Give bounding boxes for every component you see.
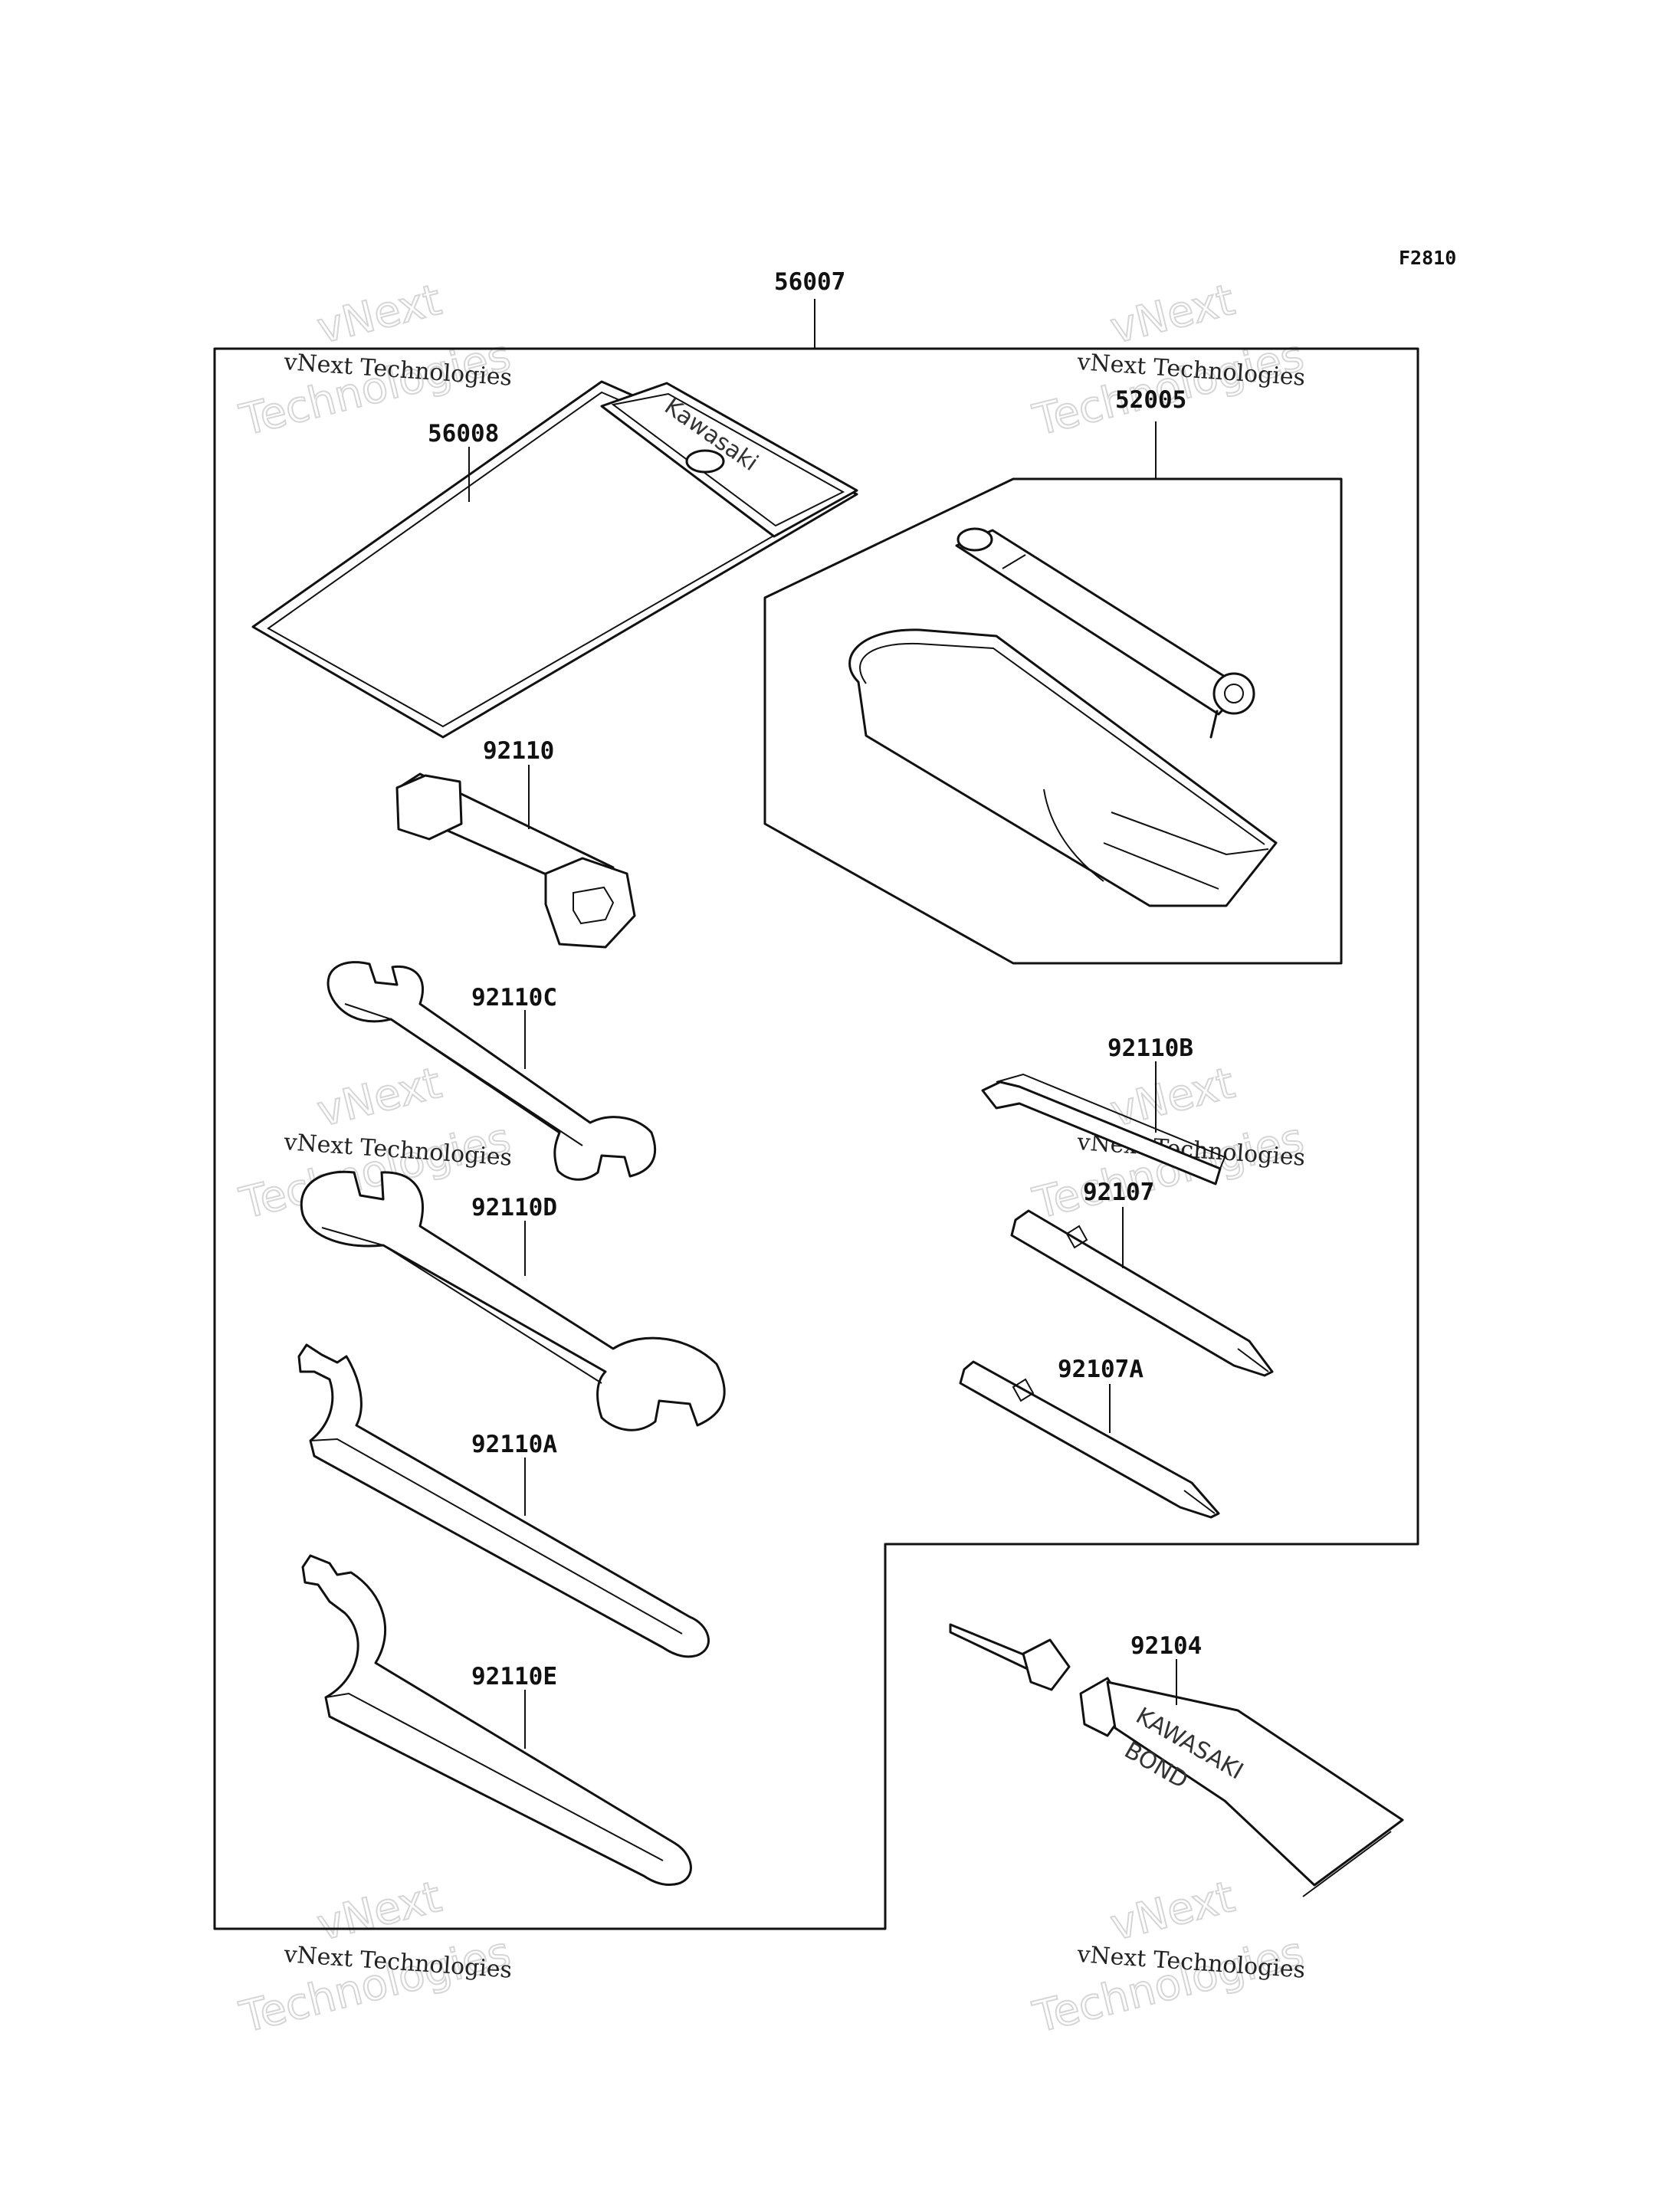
label-92110a[interactable]: 92110A [471, 1431, 557, 1458]
label-92110e[interactable]: 92110E [471, 1663, 557, 1690]
watermark-line2: Technologies [1029, 1113, 1309, 1228]
wrench-92110c[interactable] [326, 961, 657, 1181]
label-92110[interactable]: 92110 [483, 737, 554, 765]
watermark-line1: vNext [313, 1058, 446, 1137]
label-52005[interactable]: 52005 [1115, 386, 1186, 414]
watermark-mid-right: vNext Technologies vNext Technologies [1028, 1058, 1310, 1230]
label-92104[interactable]: 92104 [1130, 1632, 1202, 1660]
watermark-line1: vNext [313, 275, 446, 354]
pump-tube[interactable] [955, 527, 1255, 739]
label-92107a[interactable]: 92107A [1058, 1356, 1144, 1383]
label-56008[interactable]: 56008 [428, 420, 499, 448]
hex-key[interactable] [981, 1073, 1226, 1185]
figure-id: F2810 [1399, 247, 1456, 269]
label-92110c[interactable]: 92110C [471, 984, 557, 1012]
label-92107[interactable]: 92107 [1083, 1179, 1154, 1206]
screwdriver-92107[interactable] [1010, 1209, 1274, 1377]
label-92110d[interactable]: 92110D [471, 1194, 557, 1221]
watermark-line2: Technologies [235, 1927, 516, 2042]
plug-wrench[interactable] [395, 772, 636, 949]
case-button [685, 449, 725, 474]
bond-tube[interactable]: KAWASAKI BOND [949, 1623, 1404, 1897]
watermark-top-right: vNext Technologies vNext Technologies [1028, 274, 1310, 447]
watermark-line1: vNext [313, 1872, 446, 1951]
kit-boundary [213, 347, 1419, 1930]
label-56007[interactable]: 56007 [774, 268, 845, 296]
hook-wrench-92110a[interactable] [297, 1343, 710, 1658]
watermark-line1: vNext [1106, 275, 1239, 354]
pump-kit-box [763, 477, 1343, 965]
watermark-bottom-left: vNext Technologies vNext Technologies [235, 1871, 517, 2044]
watermark-line1: vNext [1106, 1872, 1239, 1951]
screwdriver-92107a[interactable] [959, 1360, 1220, 1519]
tool-case[interactable]: Kawasaki [251, 380, 858, 739]
watermark-line2: Technologies [1029, 1927, 1309, 2042]
wrench-92110d[interactable] [300, 1170, 726, 1431]
label-92110b[interactable]: 92110B [1107, 1035, 1193, 1062]
pump-bag[interactable] [848, 628, 1278, 907]
watermark-line1: vNext [1106, 1058, 1239, 1137]
watermark-bottom-right: vNext Technologies vNext Technologies [1028, 1871, 1310, 2044]
hook-wrench-92110e[interactable] [301, 1554, 692, 1887]
